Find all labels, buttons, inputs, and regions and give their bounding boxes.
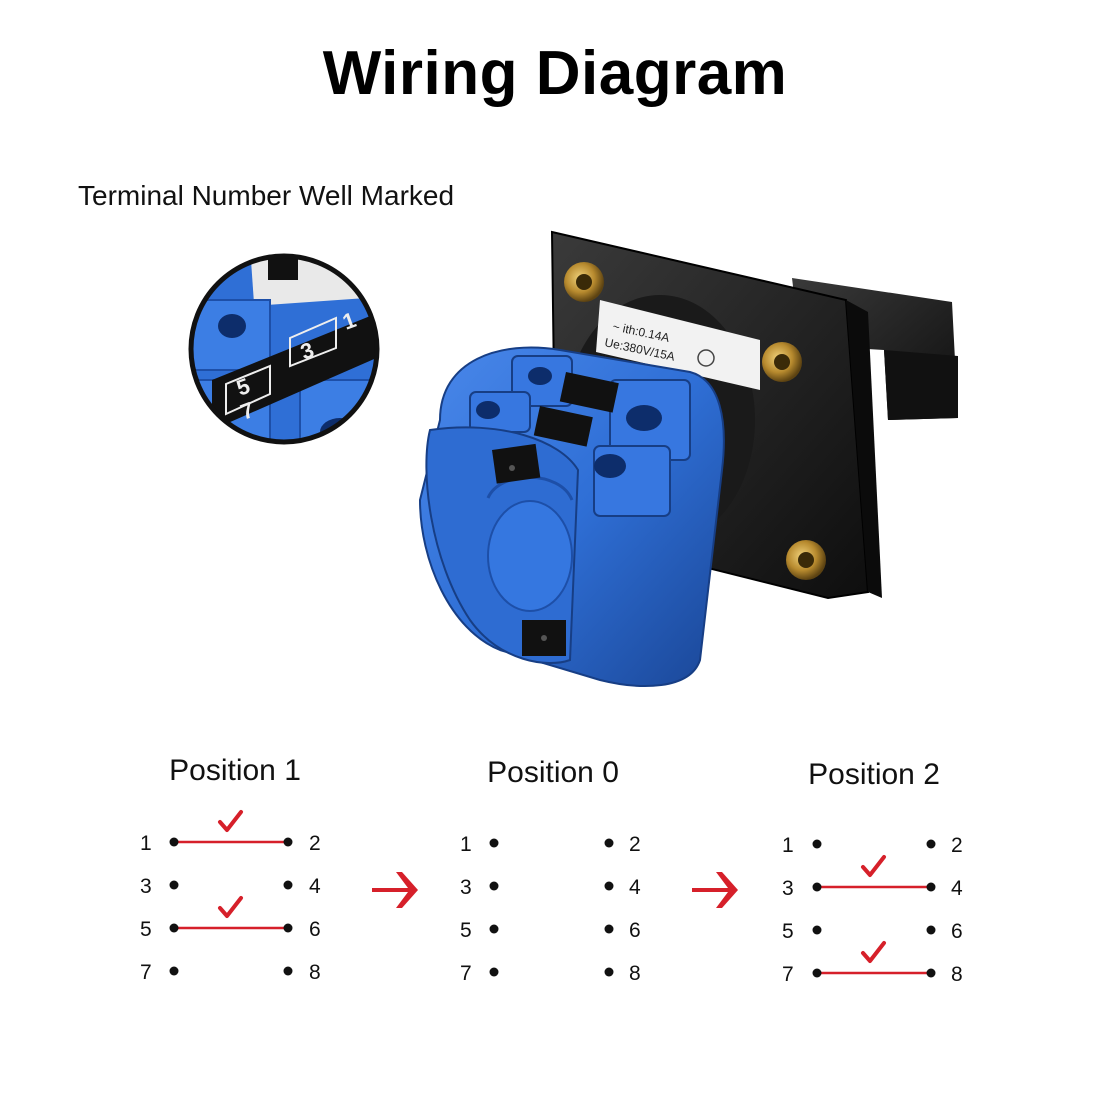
terminal-label: 8 [629,962,641,985]
right-arrow-icon [372,872,418,908]
terminal-label: 8 [309,961,321,984]
terminal-label: 5 [140,918,152,941]
terminal-dot [283,923,293,933]
terminal-dot [169,837,179,847]
checkmark-icon [861,855,886,877]
terminal-label: 2 [309,832,321,855]
terminal-dot [489,881,499,891]
checkmark-icon [861,941,886,963]
terminal-label: 5 [460,919,472,942]
terminal-dot [604,924,614,934]
terminal-label: 2 [951,834,963,857]
terminal-label: 3 [460,876,472,899]
terminal-label: 7 [140,961,152,984]
terminal-dot [489,924,499,934]
terminal-label: 6 [309,918,321,941]
terminal-dot [169,880,179,890]
terminal-dot [926,839,936,849]
right-arrow-icon [692,872,738,908]
terminal-label: 1 [782,834,794,857]
terminal-label: 1 [460,833,472,856]
subtitle: Terminal Number Well Marked [78,180,455,211]
terminal-label: 5 [782,920,794,943]
terminal-dot [604,838,614,848]
terminal-label: 8 [951,963,963,986]
terminal-dot [926,925,936,935]
terminal-dot [489,838,499,848]
switch-body [418,346,725,687]
position-title: Position 0 [487,756,619,789]
terminal-label: 6 [629,919,641,942]
terminal-label: 3 [140,875,152,898]
terminal-label: 1 [140,832,152,855]
position-2-diagram: 1 2 3 4 5 6 7 8 [782,834,963,986]
terminal-label: 4 [629,876,641,899]
checkmark-icon [218,810,243,832]
terminal-dot [283,966,293,976]
checkmark-icon [218,896,243,918]
terminal-dot [812,882,822,892]
brass-screw-icon [564,262,826,580]
page-title: Wiring Diagram [322,39,788,108]
terminal-dot [169,966,179,976]
terminal-dot [812,925,822,935]
terminal-label: 7 [460,962,472,985]
terminal-dot [604,967,614,977]
terminal-dot [283,837,293,847]
product-illustration: ~ ith:0.14A Ue:380V/15A Ith:20A [188,230,958,687]
terminal-dot [812,968,822,978]
certification-mark-icon [697,349,715,367]
terminal-dot [283,880,293,890]
terminal-label: 2 [629,833,641,856]
terminal-label: 7 [782,963,794,986]
terminal-label: 4 [309,875,321,898]
terminal-label: 6 [951,920,963,943]
terminal-dot [489,967,499,977]
terminal-label: 3 [782,877,794,900]
terminal-dot [926,882,936,892]
position-0-diagram: 1 2 3 4 5 6 7 8 [460,833,641,985]
terminal-dot [169,923,179,933]
terminal-dot [812,839,822,849]
position-title: Position 1 [169,754,301,787]
position-1-diagram: 1 2 3 4 5 6 7 8 [140,810,321,984]
terminal-dot [604,881,614,891]
terminal-dot [926,968,936,978]
position-title: Position 2 [808,758,940,791]
terminal-label: 4 [951,877,963,900]
